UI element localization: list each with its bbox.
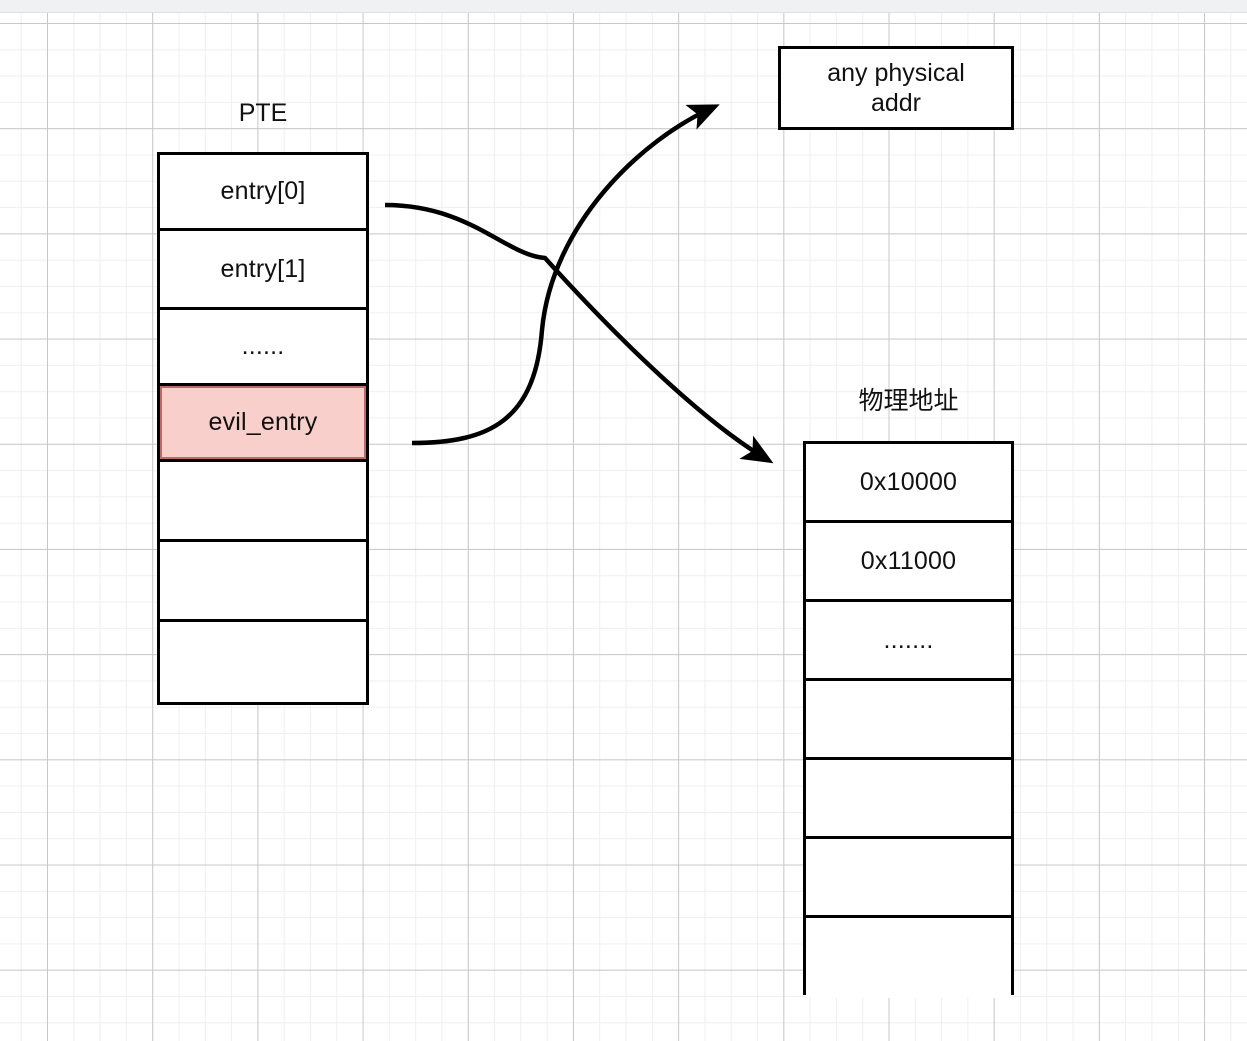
any-physical-addr-line2: addr <box>870 89 922 117</box>
pte-row-empty-3[interactable] <box>160 622 366 702</box>
pte-row-entry1[interactable]: entry[1] <box>160 231 366 310</box>
pte-row-evil-entry[interactable]: evil_entry <box>160 386 366 462</box>
pte-table-caption: PTE <box>238 99 288 127</box>
pte-table: entry[0] entry[1] ...... evil_entry <box>157 152 369 705</box>
phys-addr-table: 0x10000 0x11000 ....... <box>803 441 1014 998</box>
any-physical-addr-line1: any physical <box>827 58 965 87</box>
any-physical-addr-box[interactable]: any physical addr <box>778 46 1014 130</box>
pte-row-entry0[interactable]: entry[0] <box>160 155 366 231</box>
phys-row-0x10000[interactable]: 0x10000 <box>806 444 1011 523</box>
toolbar-strip <box>0 0 1247 13</box>
phys-row-empty-3[interactable] <box>806 839 1011 918</box>
phys-row-ellipsis[interactable]: ....... <box>806 602 1011 681</box>
phys-row-empty-2[interactable] <box>806 760 1011 839</box>
pte-row-empty-1[interactable] <box>160 462 366 542</box>
phys-row-empty-1[interactable] <box>806 681 1011 760</box>
phys-row-empty-4[interactable] <box>806 918 1011 998</box>
phys-row-0x11000[interactable]: 0x11000 <box>806 523 1011 602</box>
any-physical-addr-text: any physical addr <box>827 58 965 119</box>
phys-table-caption: 物理地址 <box>858 387 959 415</box>
pte-row-ellipsis[interactable]: ...... <box>160 310 366 386</box>
pte-row-empty-2[interactable] <box>160 542 366 622</box>
